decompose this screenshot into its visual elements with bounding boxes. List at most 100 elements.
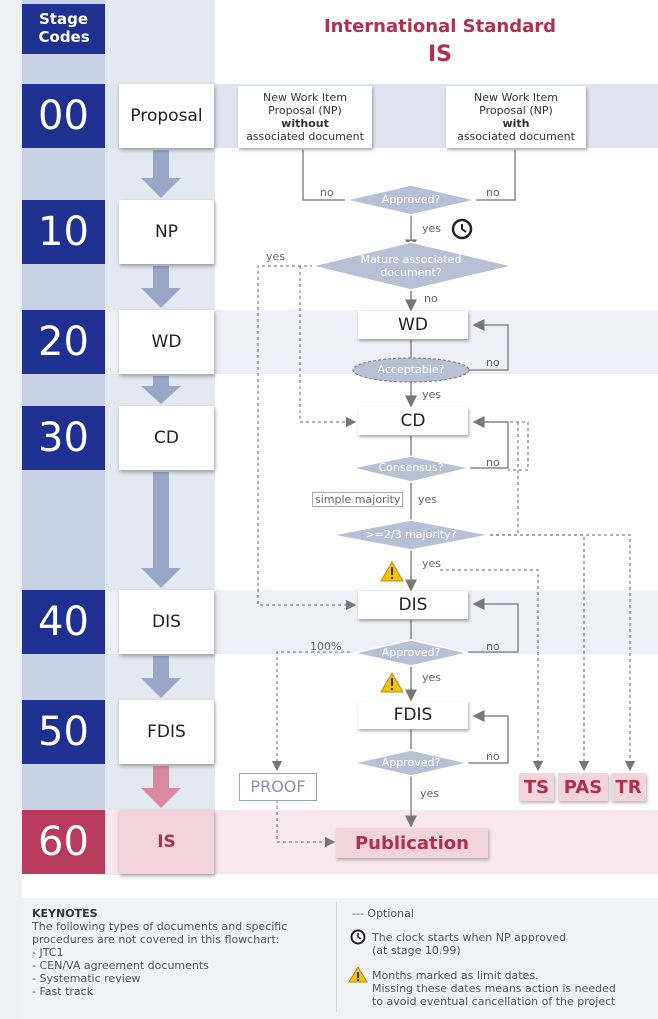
- consensus-label: Consensus?: [378, 461, 444, 474]
- diamond-majority: [331, 519, 491, 551]
- ellipse-acceptable: [352, 357, 470, 383]
- label-no-fdis: no: [486, 750, 500, 763]
- line-proof-to-publication: [276, 800, 336, 848]
- line-np-with-down: [476, 150, 516, 201]
- label-100-percent: 100%: [310, 640, 342, 653]
- stage-box-cd: CD: [119, 406, 214, 470]
- label-yes-acceptable: yes: [422, 388, 442, 401]
- arrow-proposal-np: [141, 150, 181, 198]
- line-majority-to-tr: [490, 534, 636, 772]
- flowchart-connectors: [257, 150, 636, 848]
- line-acceptable-no-loop: [468, 319, 509, 371]
- stage-code-40: 40: [22, 590, 105, 654]
- diamond-consensus: [351, 455, 471, 483]
- stage-box-is: IS: [119, 810, 214, 874]
- stage-code-20: 20: [22, 310, 105, 374]
- chart-title: International Standard: [323, 16, 557, 37]
- keynotes-intro-1: The following types of documents and spe…: [32, 920, 288, 933]
- line-dis-approved-no-loop: [468, 598, 519, 653]
- diamond-approved-dis: [353, 639, 469, 667]
- stage-box-wd: WD: [119, 310, 214, 374]
- label-no-mature: no: [424, 292, 438, 305]
- keynote-warning-2: Missing these dates means action is need…: [372, 982, 616, 995]
- approved-dis-label: Approved?: [381, 646, 441, 659]
- stage-box-np: NP: [119, 200, 214, 264]
- label-no-dis: no: [486, 640, 500, 653]
- keynotes-item-jtc1: - JTC1: [32, 946, 64, 959]
- stage-code-30: 30: [22, 406, 105, 470]
- label-yes-mature: yes: [266, 250, 286, 263]
- left-background-strip: [0, 0, 22, 1019]
- arrow-fdis-is: [141, 766, 181, 808]
- label-no-left: no: [320, 186, 334, 199]
- line-100-to-proof: [271, 651, 350, 772]
- line-np-without-down: [302, 150, 345, 201]
- line-majority-to-ts: [440, 569, 544, 772]
- stage-code-10: 10: [22, 200, 105, 264]
- approved-np-label: Approved?: [381, 193, 441, 206]
- label-yes-fdis: yes: [420, 787, 440, 800]
- diamond-mature: [311, 241, 513, 291]
- chart-subtitle: IS: [427, 42, 453, 67]
- label-no-consensus: no: [486, 456, 500, 469]
- stage-codes-header: Stage Codes: [22, 4, 105, 54]
- keynotes-title: KEYNOTES: [32, 907, 98, 920]
- arrow-cd-dis: [141, 472, 181, 588]
- line-cd-side-optional: [474, 421, 529, 471]
- stage-code-60: 60: [22, 810, 105, 874]
- label-yes-consensus: yes: [418, 493, 438, 506]
- diamond-approved-np: [345, 184, 477, 216]
- pas-box: PAS: [558, 773, 608, 801]
- proof-box: PROOF: [239, 773, 317, 801]
- keynote-warning-3: to avoid eventual cancellation of the pr…: [372, 995, 616, 1008]
- line-mature-yes-to-dis: [257, 265, 357, 611]
- tr-box: TR: [611, 773, 646, 801]
- keynote-clock-1: The clock starts when NP approved: [372, 931, 567, 944]
- publication-box: Publication: [336, 828, 488, 858]
- keynotes-item-fast-track: - Fast track: [32, 985, 94, 998]
- keynote-clock-2: (at stage 10.99): [372, 944, 461, 957]
- keynotes-divider: [336, 902, 337, 1012]
- keynotes-item-cen: - CEN/VA agreement documents: [32, 959, 209, 972]
- arrow-np-wd: [141, 266, 181, 308]
- acceptable-label: Acceptable?: [377, 363, 445, 376]
- keynotes-item-review: - Systematic review: [32, 972, 141, 985]
- fdis-box: FDIS: [358, 701, 468, 729]
- ts-box: TS: [519, 773, 554, 801]
- line-majority-no-loop: [490, 422, 519, 536]
- line-consensus-no-loop: [470, 416, 509, 469]
- label-no-acceptable: no: [486, 356, 500, 369]
- clock-icon: [451, 218, 473, 240]
- np-with-box: New Work Item Proposal (NP) with associa…: [446, 86, 586, 148]
- mature-label: Mature associated document?: [360, 253, 462, 279]
- keynote-clock-icon: [350, 929, 366, 945]
- stage-code-00: 00: [22, 84, 105, 148]
- diamond-approved-fdis: [353, 749, 469, 777]
- arrow-dis-fdis: [141, 656, 181, 698]
- label-no-right: no: [486, 186, 500, 199]
- keynotes-intro-2: procedures are not covered in this flowc…: [32, 933, 280, 946]
- keynotes-background: [22, 898, 658, 1019]
- np-without-box: New Work Item Proposal (NP) without asso…: [238, 86, 372, 148]
- label-yes-majority: yes: [422, 557, 442, 570]
- line-mature-yes-to-cd: [299, 266, 357, 428]
- stage-arrows: [141, 150, 181, 808]
- stage-code-50: 50: [22, 700, 105, 764]
- label-yes-dis: yes: [422, 671, 442, 684]
- keynote-warning-1: Months marked as limit dates.: [372, 969, 539, 982]
- cd-box: CD: [358, 407, 468, 435]
- warning-icon-1: [380, 561, 404, 582]
- label-simple-majority: simple majority: [312, 492, 404, 507]
- line-fdis-approved-no-loop: [468, 710, 509, 764]
- keynote-optional: --- Optional: [352, 907, 414, 920]
- stage-box-dis: DIS: [119, 590, 214, 654]
- approved-fdis-label: Approved?: [381, 756, 441, 769]
- majority-label: >=2/3 majority?: [365, 528, 457, 541]
- stage-box-fdis: FDIS: [119, 700, 214, 764]
- stage-box-proposal: Proposal: [119, 84, 214, 148]
- warning-icon-2: [380, 672, 404, 693]
- arrow-wd-cd: [141, 376, 181, 404]
- dis-box: DIS: [358, 591, 468, 619]
- label-yes-approved: yes: [422, 222, 442, 235]
- keynote-warning-icon: [348, 966, 368, 983]
